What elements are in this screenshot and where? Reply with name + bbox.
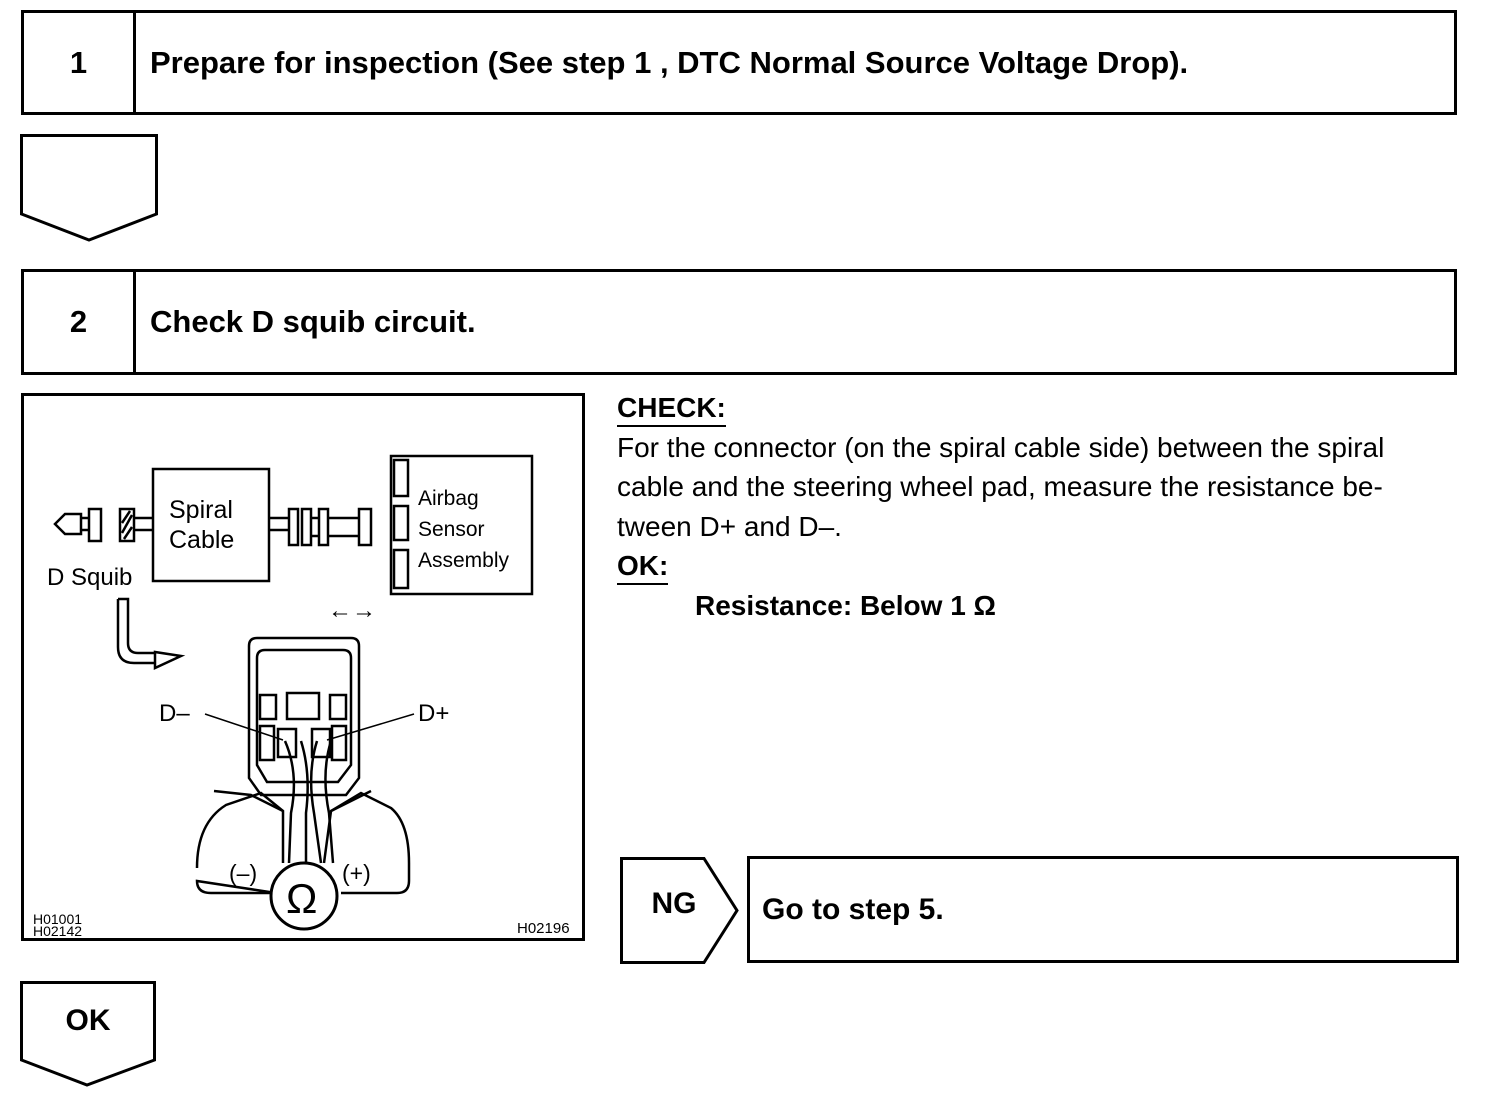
step-2-title: Check D squib circuit. bbox=[150, 304, 476, 339]
figure-code-left-1: H01001 bbox=[33, 911, 82, 927]
ohm-symbol: Ω bbox=[286, 875, 317, 922]
step-1-box: 1 Prepare for inspection (See step 1 , D… bbox=[21, 10, 1457, 115]
ohmmeter-body-icon bbox=[195, 791, 411, 895]
squib-circuit-figure: Spiral Cable Airbag Sensor Assembly D Sq… bbox=[21, 393, 585, 941]
bent-arrow-icon bbox=[116, 599, 186, 670]
airbag-sensor-box bbox=[389, 454, 534, 596]
spiral-cable-label-1: Spiral bbox=[169, 496, 233, 524]
ok-arrow-down-icon bbox=[20, 981, 156, 1087]
d-plus-label: D+ bbox=[418, 700, 449, 727]
step-2-number: 2 bbox=[24, 272, 136, 372]
connector-face-icon bbox=[247, 636, 361, 797]
ng-action-text: Go to step 5. bbox=[762, 892, 944, 926]
d-squib-label: D Squib bbox=[47, 564, 132, 591]
d-minus-label: D– bbox=[159, 700, 190, 727]
ok-heading: OK: bbox=[617, 549, 669, 585]
check-section: CHECK: For the connector (on the spiral … bbox=[617, 388, 1467, 625]
ng-label: NG bbox=[651, 887, 697, 920]
spiral-cable-box bbox=[151, 467, 271, 583]
figure-code-left-2: H02142 bbox=[33, 923, 82, 939]
disconnect-arrows-label: ←→ bbox=[328, 597, 376, 624]
check-heading: CHECK: bbox=[617, 391, 726, 427]
check-line-2: cable and the steering wheel pad, measur… bbox=[617, 471, 1383, 502]
meter-minus-label: (–) bbox=[229, 860, 257, 886]
figure-code-right: H02196 bbox=[517, 920, 570, 937]
ohmmeter-dial-icon bbox=[269, 861, 339, 931]
check-line-3: tween D+ and D–. bbox=[617, 510, 842, 542]
airbag-label-3: Assembly bbox=[418, 549, 510, 572]
harness-connector-icon bbox=[269, 507, 373, 547]
airbag-label-1: Airbag bbox=[418, 487, 479, 510]
step-1-number: 1 bbox=[24, 13, 136, 112]
ok-label: OK bbox=[65, 1004, 111, 1037]
spiral-cable-label-2: Cable bbox=[169, 526, 234, 554]
meter-plus-label: (+) bbox=[342, 860, 371, 886]
step-2-box: 2 Check D squib circuit. bbox=[21, 269, 1457, 375]
airbag-label-2: Sensor bbox=[418, 518, 485, 541]
resistance-spec: Resistance: Below 1 Ω bbox=[695, 589, 996, 621]
flow-arrow-down-icon bbox=[20, 134, 158, 242]
step-1-title: Prepare for inspection (See step 1 , DTC… bbox=[150, 44, 1189, 80]
ng-action-box: Go to step 5. bbox=[747, 856, 1459, 963]
check-line-1: For the connector (on the spiral cable s… bbox=[617, 431, 1385, 463]
d-squib-connector-icon bbox=[53, 507, 153, 543]
ng-arrow-icon bbox=[620, 857, 739, 964]
